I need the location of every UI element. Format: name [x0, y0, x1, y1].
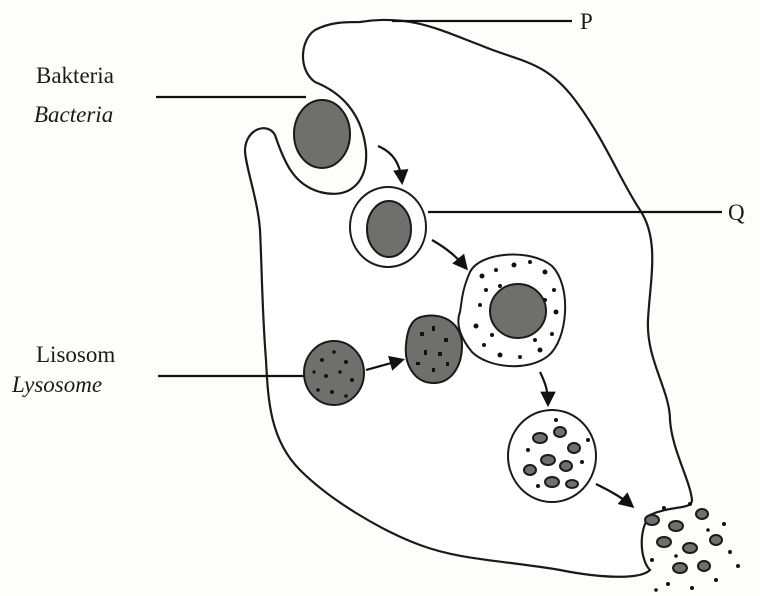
bacterium-engulfing [294, 100, 350, 168]
bacterium-in-phagolysosome [490, 284, 546, 338]
egested-waste [645, 502, 740, 592]
label-lysosome-ms: Lisosom [36, 342, 115, 367]
label-bacteria-ms: Bakteria [36, 63, 114, 88]
bacterium-in-phagosome [367, 201, 411, 257]
label-bacteria-en: Bacteria [34, 102, 113, 127]
label-lysosome-en: Lysosome [11, 372, 102, 397]
label-p: P [580, 9, 593, 34]
label-q: Q [728, 200, 745, 225]
lysosome-fusing [406, 316, 462, 384]
